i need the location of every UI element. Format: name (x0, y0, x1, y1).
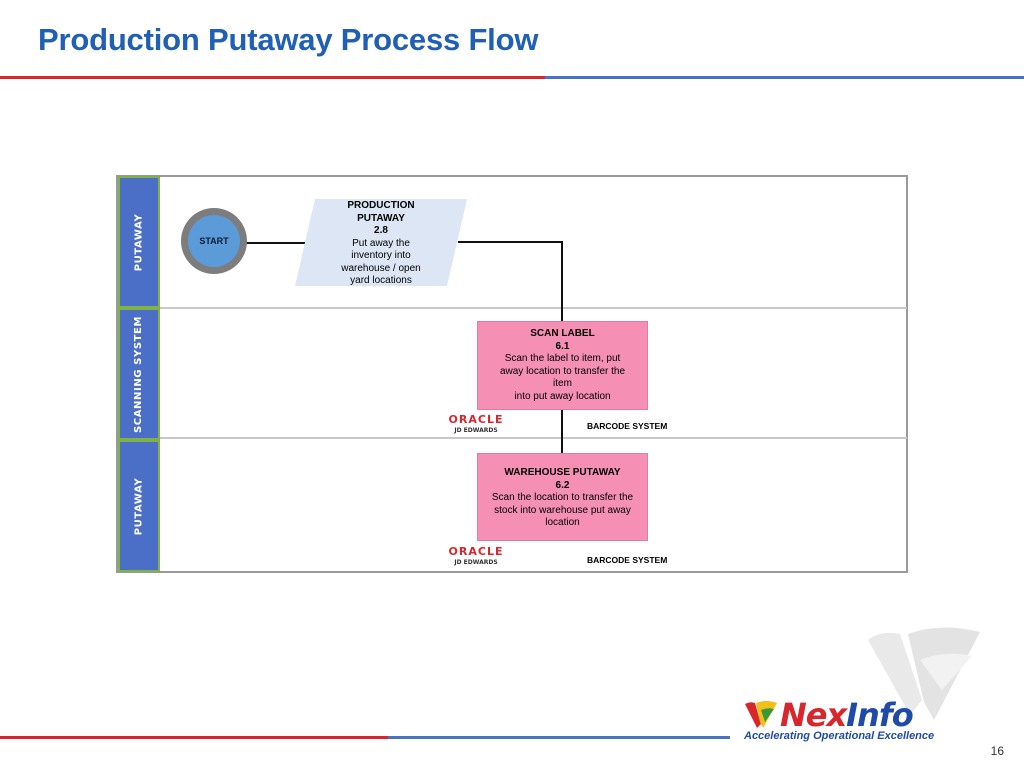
step-warehouse-putaway-box (477, 453, 648, 541)
oracle-brand-1: ORACLE (448, 413, 504, 426)
step-2-8-desc-2: inventory into (351, 250, 411, 261)
step-production-putaway: PRODUCTION PUTAWAY 2.8 Put away the inve… (315, 200, 447, 288)
step-6-2-name: WAREHOUSE PUTAWAY (504, 467, 621, 478)
connector-start-to-putaway (245, 242, 305, 244)
company-name-part1: Nex (780, 696, 847, 734)
step-2-8-number: 2.8 (374, 225, 388, 236)
watermark-logo-icon (868, 627, 980, 720)
system-label-warehouse: BARCODE SYSTEM (587, 555, 668, 565)
nexinfo-mark-icon (745, 701, 777, 728)
step-2-8-name-line2: PUTAWAY (357, 212, 405, 224)
lane-divider-1 (160, 307, 907, 309)
lane-scanning-text: SCANNING SYSTEM (133, 315, 145, 433)
step-6-1-desc-1: Scan the label to item, put (504, 353, 621, 364)
lane-putaway-1-text: PUTAWAY (133, 213, 145, 271)
header-rule-red (0, 76, 545, 79)
connector-putaway-to-scan (561, 241, 563, 322)
start-node: START (188, 215, 240, 267)
lane-label-putaway-2: PUTAWAY (118, 440, 160, 572)
footer-rule-blue (388, 736, 730, 739)
step-scan-label-box (477, 321, 648, 410)
oracle-product-2: JD EDWARDS (454, 559, 498, 566)
lane-label-putaway-1: PUTAWAY (118, 176, 160, 308)
connector-scan-to-warehouse (561, 409, 563, 454)
oracle-brand-2: ORACLE (448, 545, 504, 558)
step-2-8-desc-3: warehouse / open (341, 262, 421, 274)
step-2-8-desc-4: yard locations (350, 275, 412, 286)
oracle-product-1: JD EDWARDS (454, 427, 498, 434)
company-name-part2: Info (846, 696, 914, 734)
lane-label-scanning-system: SCANNING SYSTEM (118, 308, 160, 440)
step-6-2-desc-1: Scan the location to transfer the (491, 492, 634, 503)
step-scan-label: SCAN LABEL 6.1 Scan the label to item, p… (477, 328, 648, 403)
lane-divider-2 (160, 437, 907, 439)
company-tagline: Accelerating Operational Excellence (744, 730, 935, 742)
step-6-2-desc-2: stock into warehouse put away (494, 504, 631, 516)
oracle-jde-logo-1: ORACLE JD EDWARDS (448, 414, 504, 436)
nexinfo-logo: NexInfo Accelerating Operational Excelle… (744, 696, 944, 744)
page-number: 16 (990, 744, 1004, 758)
step-2-8-name-line1: PRODUCTION (347, 200, 415, 211)
step-6-2-desc-3: location (545, 517, 580, 528)
company-name: NexInfo (780, 696, 914, 734)
header-rule-blue (545, 76, 1024, 79)
oracle-jde-logo-2: ORACLE JD EDWARDS (448, 546, 504, 568)
step-6-1-desc-2: away location to transfer the (499, 365, 626, 377)
step-6-1-number: 6.1 (555, 340, 570, 352)
step-6-2-number: 6.2 (555, 479, 570, 491)
step-warehouse-putaway: WAREHOUSE PUTAWAY 6.2 Scan the location … (477, 467, 648, 530)
step-6-1-name: SCAN LABEL (530, 328, 595, 339)
system-label-scan: BARCODE SYSTEM (587, 421, 668, 431)
step-6-1-desc-3: item (553, 378, 572, 389)
step-2-8-desc-1: Put away the (352, 237, 410, 249)
step-production-putaway-shape (295, 199, 467, 286)
page-title: Production Putaway Process Flow (38, 22, 539, 57)
connector-putaway-right (458, 241, 562, 243)
lane-putaway-2-text: PUTAWAY (133, 477, 145, 535)
footer-rule-red (0, 736, 388, 739)
step-6-1-desc-4: into put away location (514, 390, 611, 402)
